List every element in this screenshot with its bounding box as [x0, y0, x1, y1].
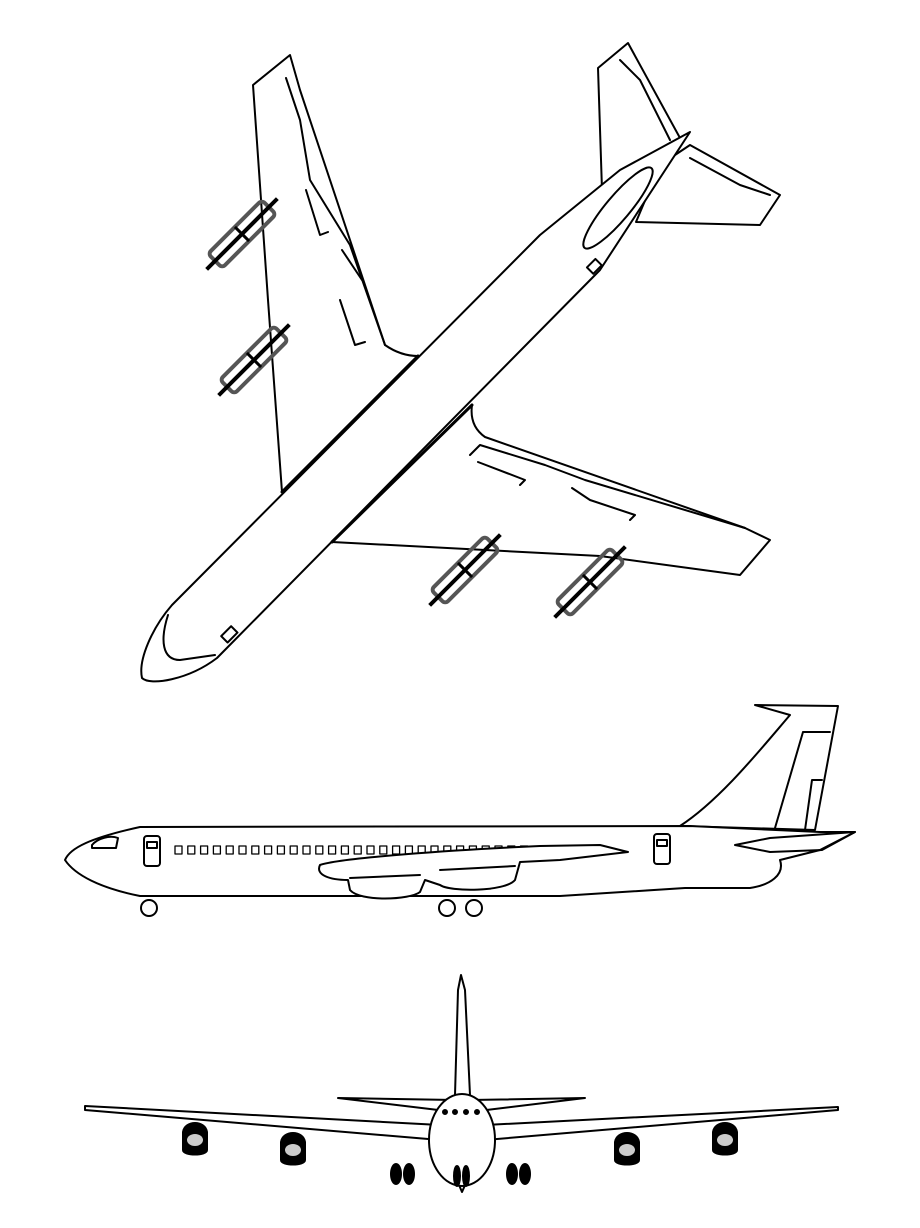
engine-1 [205, 197, 279, 271]
window [315, 845, 324, 855]
front-landing-gear [390, 1163, 531, 1187]
main-wheel [438, 899, 456, 917]
front-fin [454, 974, 471, 1096]
top-left-wing [252, 54, 419, 493]
window [199, 845, 209, 855]
window [391, 845, 401, 855]
window [327, 845, 337, 855]
front-view [84, 974, 839, 1193]
window [174, 845, 183, 855]
window [187, 845, 196, 855]
window [238, 845, 247, 855]
window [276, 845, 286, 855]
window [263, 845, 273, 855]
engine-3 [428, 533, 502, 607]
side-tail-fin [679, 704, 839, 831]
window [340, 845, 350, 855]
window [366, 845, 375, 855]
main-wheel [465, 899, 483, 917]
nose-wheel [140, 899, 158, 917]
top-fuselage [140, 131, 691, 683]
top-right-wing [331, 404, 771, 576]
engine-4 [553, 545, 627, 619]
top-view [140, 42, 781, 683]
window [225, 845, 234, 855]
window [212, 845, 222, 855]
window [289, 845, 298, 855]
window [353, 845, 362, 855]
cockpit-windows [442, 1109, 480, 1115]
window [302, 845, 311, 855]
front-engines [182, 1122, 738, 1166]
engine-2 [217, 323, 291, 397]
window [251, 845, 260, 855]
top-right-stabilizer [635, 144, 781, 226]
side-view [64, 704, 856, 917]
side-wing [318, 844, 629, 900]
window [379, 845, 388, 855]
front-fuselage [428, 1093, 496, 1187]
